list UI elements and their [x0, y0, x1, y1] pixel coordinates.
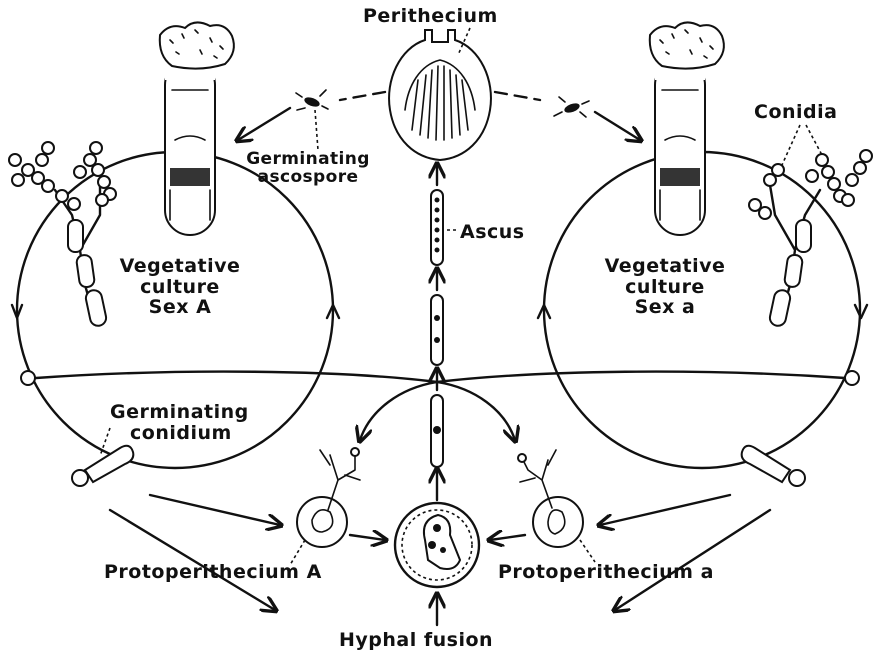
- label-protoperithecium-b: Protoperithecium a: [498, 562, 714, 583]
- label-veg-a-line1: Vegetative: [115, 256, 245, 277]
- leader-ascospore: [315, 110, 318, 150]
- ascospore-right: [554, 97, 589, 117]
- label-veg-a-line3: Sex A: [115, 297, 245, 318]
- arrow-to-protoperithecium-left: [360, 382, 437, 440]
- protoperithecium-b-drawing: [518, 450, 583, 547]
- crossing-line: [36, 372, 845, 382]
- dash-perithecium-left: [340, 92, 385, 100]
- label-veg-b-line1: Vegetative: [600, 256, 730, 277]
- ascospore-left: [296, 90, 328, 110]
- label-germinating-conidium-line1: Germinating: [110, 402, 249, 423]
- label-protoperithecium-a: Protoperithecium A: [104, 562, 322, 583]
- label-germinating-ascospore-line2: ascospore: [228, 168, 388, 186]
- label-veg-b-line3: Sex a: [600, 297, 730, 318]
- test-tube-right: [650, 22, 724, 235]
- arrow-proto-b-to-center: [490, 535, 525, 540]
- label-hyphal-fusion: Hyphal fusion: [339, 630, 493, 651]
- arrow-to-protoperithecium-right: [437, 382, 515, 440]
- label-ascus: Ascus: [460, 222, 525, 243]
- arrow-to-proto-right: [600, 495, 730, 525]
- conidia-right: [749, 150, 872, 327]
- label-conidia: Conidia: [754, 102, 837, 123]
- conidia-left: [9, 142, 116, 327]
- label-veg-culture-a: Vegetative culture Sex A: [115, 256, 245, 318]
- dash-perithecium-right: [495, 92, 540, 100]
- label-germinating-ascospore: Germinating ascospore: [228, 150, 388, 187]
- label-germinating-ascospore-line1: Germinating: [228, 150, 388, 168]
- leader-proto-right: [580, 540, 595, 562]
- label-germinating-conidium: Germinating conidium: [110, 402, 249, 443]
- label-perithecium: Perithecium: [363, 6, 498, 27]
- label-germinating-conidium-line2: conidium: [110, 423, 249, 444]
- label-veg-a-line2: culture: [115, 277, 245, 298]
- arrow-to-tube-right: [595, 112, 640, 140]
- arrow-to-proto-left: [150, 495, 280, 525]
- arrow-proto-a-to-center: [350, 535, 385, 540]
- protoperithecium-a-drawing: [297, 448, 360, 547]
- arrow-to-hyphal-right: [615, 510, 770, 610]
- right-junction-node: [845, 371, 859, 385]
- label-veg-culture-b: Vegetative culture Sex a: [600, 256, 730, 318]
- arrow-to-hyphal-left: [110, 510, 275, 610]
- perithecium-drawing: [389, 30, 491, 160]
- fusion-center-drawing: [395, 503, 479, 587]
- arrow-to-tube-left: [238, 108, 290, 140]
- ascus-stages: [431, 165, 443, 500]
- test-tube-left: [160, 22, 234, 235]
- label-veg-b-line2: culture: [600, 277, 730, 298]
- left-junction-node: [21, 371, 35, 385]
